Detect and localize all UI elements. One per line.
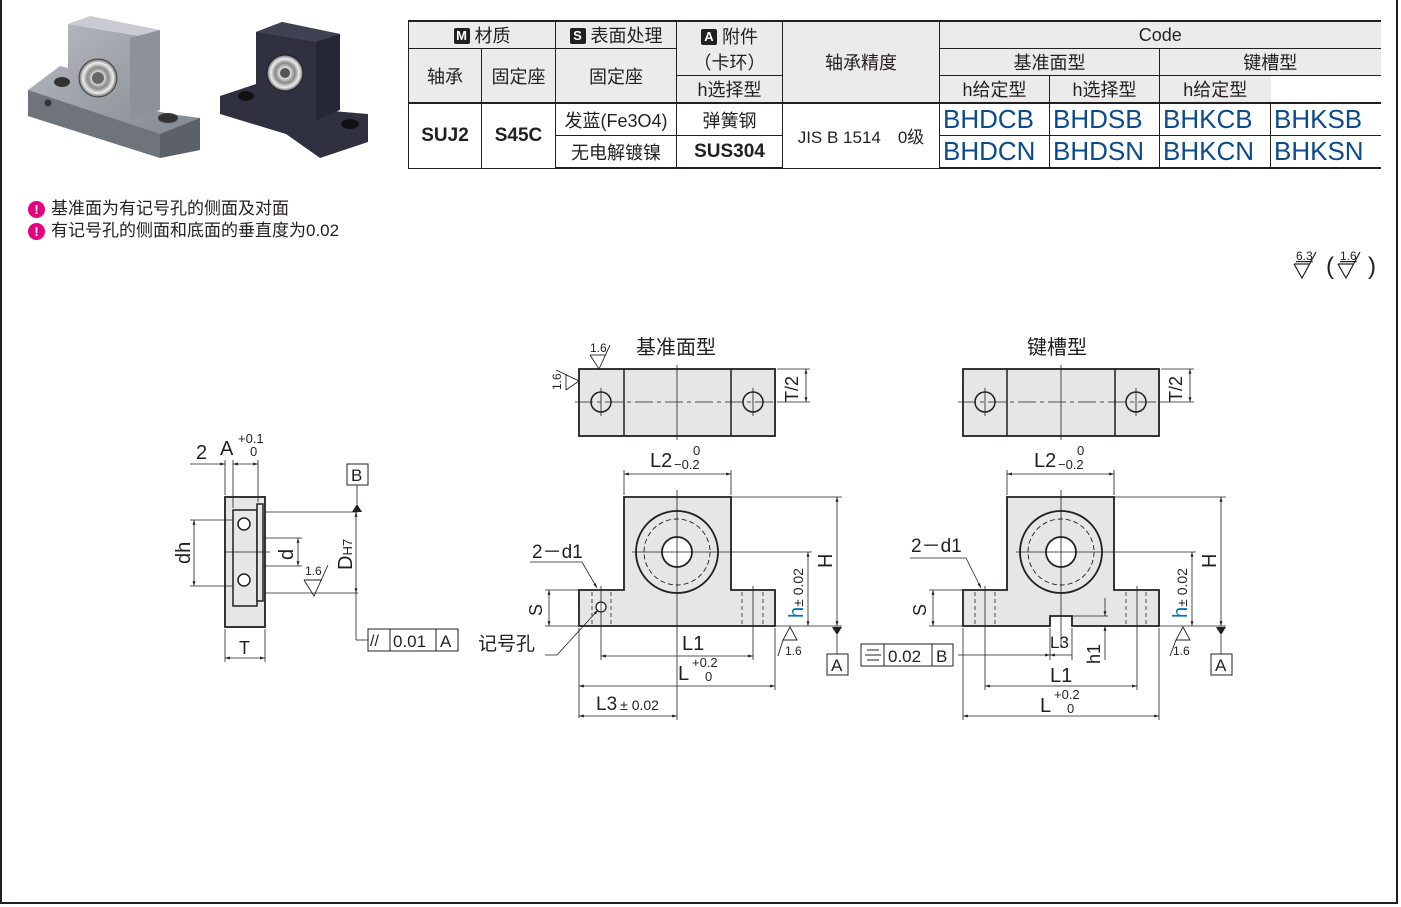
h-given-reference: h给定型: [939, 75, 1050, 104]
precision-value: JIS B 1514 0级: [782, 102, 940, 169]
col-bearing: 轴承: [408, 48, 482, 104]
accessory-badge-icon: A: [701, 28, 717, 45]
bearing-material: SUJ2: [408, 102, 482, 169]
photo-steel-block: [28, 16, 200, 158]
roughness-special: 1.6: [1340, 249, 1357, 263]
h-select-keyway: h选择型: [1049, 75, 1160, 104]
code-cell[interactable]: BHKSN: [1270, 135, 1381, 169]
notes: !基准面为有记号孔的侧面及对面 !有记号孔的侧面和底面的垂直度为0.02: [28, 198, 339, 242]
h-given-keyway: h给定型: [1159, 75, 1271, 104]
seat-material: S45C: [481, 102, 556, 169]
surface-option-2: 无电解镀镍: [555, 135, 677, 169]
surface-badge-icon: S: [569, 28, 586, 44]
warning-icon: !: [28, 222, 45, 240]
material-badge-icon: M: [453, 28, 470, 44]
warning-icon: !: [28, 200, 45, 218]
code-cell[interactable]: BHDCN: [939, 135, 1050, 169]
code-cell[interactable]: BHKSB: [1270, 102, 1381, 136]
code-cell[interactable]: BHKCN: [1159, 135, 1271, 169]
precision-header: 轴承精度: [782, 20, 940, 104]
code-cell[interactable]: BHDSN: [1049, 135, 1160, 169]
col-surface-fixed-seat: 固定座: [555, 48, 677, 104]
product-photos: [28, 16, 368, 158]
svg-text:(: (: [1326, 253, 1334, 280]
photo-black-block: [220, 22, 368, 158]
note-item: !有记号孔的侧面和底面的垂直度为0.02: [28, 220, 339, 242]
code-cell[interactable]: BHDSB: [1049, 102, 1160, 136]
surface-roughness-symbol: 6.3 ( 1.6 ): [1293, 249, 1376, 280]
h-select-reference: h选择型: [676, 75, 783, 104]
accessory-option-1: 弹簧钢: [676, 102, 783, 136]
svg-text:): ): [1368, 253, 1376, 280]
code-header: Code: [939, 20, 1381, 49]
code-cell[interactable]: BHDCB: [939, 102, 1050, 136]
type-reference-header: 基准面型: [939, 48, 1160, 76]
code-cell[interactable]: BHKCB: [1159, 102, 1271, 136]
note-item: !基准面为有记号孔的侧面及对面: [28, 198, 339, 220]
type-keyway-header: 键槽型: [1159, 48, 1381, 76]
surface-option-1: 发蓝(Fe3O4): [555, 102, 677, 136]
accessory-option-2: SUS304: [676, 135, 783, 169]
roughness-general: 6.3: [1296, 249, 1313, 263]
col-fixed-seat: 固定座: [481, 48, 556, 104]
